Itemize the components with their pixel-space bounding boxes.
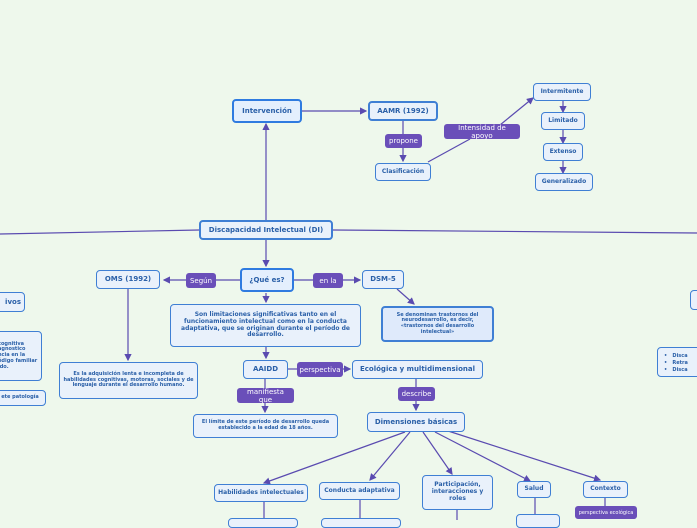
extenso-node[interactable]: Extenso: [543, 143, 583, 161]
limitado-node[interactable]: Limitado: [541, 112, 585, 130]
perspectiva-label[interactable]: perspectiva: [297, 362, 343, 377]
limite-edad-node[interactable]: El límite de este período de desarrollo …: [193, 414, 338, 438]
manifiesta-label[interactable]: manifiesta que: [237, 388, 294, 404]
discapacidad-intelectual-node[interactable]: Discapacidad Intelectual (DI): [199, 220, 333, 240]
que-es-node[interactable]: ¿Qué es?: [240, 268, 294, 292]
oms-node[interactable]: OMS (1992): [96, 270, 160, 289]
habilidades-intelectuales-node[interactable]: Habilidades intelectuales: [214, 484, 308, 502]
right-list-item: • Disca: [664, 353, 688, 359]
right-list-item: • Disca: [664, 367, 688, 373]
generalizado-node[interactable]: Generalizado: [535, 173, 593, 191]
propone-label[interactable]: propone: [385, 134, 422, 148]
en-la-label[interactable]: en la: [313, 273, 343, 288]
intervencion-node[interactable]: Intervención: [232, 99, 302, 123]
clasificacion-node[interactable]: Clasificación: [375, 163, 431, 181]
contexto-node[interactable]: Contexto: [583, 481, 628, 498]
oms-description-node[interactable]: Es la adquisición lenta e incompleta de …: [59, 362, 198, 399]
aaidd-node[interactable]: AAIDD: [243, 360, 288, 379]
conducta-adaptativa-node[interactable]: Conducta adaptativa: [319, 482, 400, 500]
dsm5-node[interactable]: DSM-5: [362, 270, 404, 289]
describe-label[interactable]: describe: [398, 387, 435, 401]
right-partial-list[interactable]: • Disca • Retra • Disca: [657, 347, 697, 377]
left-partial-title-node[interactable]: ivos: [0, 292, 25, 312]
right-list-item: • Retra: [664, 360, 688, 366]
definicion-node[interactable]: Son limitaciones significativas tanto en…: [170, 304, 361, 347]
left-partial-small-node[interactable]: ete patología: [0, 390, 46, 406]
dsm-description-node[interactable]: Se denominan trastornos del neurodesarro…: [381, 306, 494, 342]
segun-label[interactable]: Según: [186, 273, 216, 288]
perspectiva-ecologica-label[interactable]: perspectiva ecológica: [575, 506, 637, 519]
dimensiones-basicas-node[interactable]: Dimensiones básicas: [367, 412, 465, 432]
intermitente-node[interactable]: Intermitente: [533, 83, 591, 101]
right-partial-node[interactable]: [690, 290, 697, 310]
participacion-node[interactable]: Participación, interacciones y roles: [422, 475, 493, 510]
aamr-node[interactable]: AAMR (1992): [368, 101, 438, 121]
salud-child-node[interactable]: [516, 514, 560, 528]
left-partial-text-node[interactable]: cognitiva agnostico ncia en la ódigo fam…: [0, 331, 42, 381]
salud-node[interactable]: Salud: [517, 481, 551, 498]
intensidad-apoyo-label[interactable]: Intensidad de apoyo: [444, 124, 520, 140]
ecologica-multidimensional-node[interactable]: Ecológica y multidimensional: [352, 360, 483, 379]
